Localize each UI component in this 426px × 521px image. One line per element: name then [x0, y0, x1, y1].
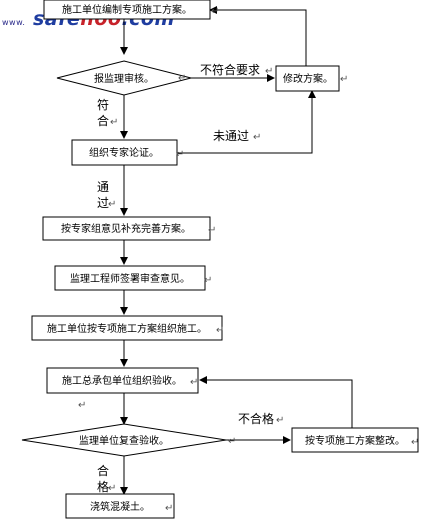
return-mark-13: ↵	[78, 400, 86, 411]
return-mark-9: ↵	[208, 225, 216, 236]
node-n6-text: 监理工程师签署审查意见。	[70, 272, 190, 285]
return-mark-7: ↵	[176, 149, 184, 160]
return-mark-6: ↵	[253, 132, 261, 143]
node-n10-text: 按专项施工方案整改。	[305, 434, 405, 447]
return-mark-2: ↵	[265, 66, 273, 77]
node-n3-text: 修改方案。	[283, 72, 333, 85]
edge-n3-n1	[209, 6, 307, 66]
node-n10	[291, 427, 419, 453]
node-n7-text: 施工单位按专项施工方案组织施工。	[47, 322, 207, 335]
return-mark-14: ↵	[276, 415, 284, 426]
return-mark-17: ↵	[108, 483, 116, 494]
node-n5	[42, 216, 211, 241]
node-n2-text: 报监理审核。	[94, 72, 154, 85]
label-passed-2: 过	[97, 196, 109, 210]
return-mark-5: ↵	[110, 117, 118, 128]
edge-n4-n3	[177, 90, 316, 154]
return-mark-10: ↵	[204, 275, 212, 286]
node-n8-text: 施工总承包单位组织验收。	[62, 374, 182, 387]
node-n2	[56, 60, 192, 96]
label-pass-requirement-2: 合	[97, 113, 109, 128]
label-pass-requirement-1: 符	[97, 97, 109, 112]
node-n11-text: 浇筑混凝土。	[90, 500, 150, 513]
return-mark-15: ↵	[228, 436, 236, 447]
node-n9	[21, 423, 227, 457]
return-mark-4: ↵	[340, 74, 348, 85]
node-n4	[71, 139, 178, 166]
node-n5-text: 按专家组意见补充完善方案。	[61, 222, 191, 235]
return-mark-8: ↵	[108, 199, 116, 210]
node-n1-text: 施工单位编制专项施工方案。	[62, 3, 192, 16]
label-not-passed: 未通过	[213, 129, 249, 143]
label-qualified-2: 格	[97, 479, 109, 494]
node-n3	[275, 65, 340, 92]
label-passed-1: 通	[97, 180, 109, 194]
return-mark-11: ↵	[216, 325, 224, 336]
return-mark-12: ↵	[190, 377, 198, 388]
watermark-prefix: www.	[2, 18, 26, 27]
label-fail-requirement: 不符合要求	[200, 62, 260, 77]
label-qualified-1: 合	[97, 463, 109, 478]
return-mark-3: ↵	[178, 73, 186, 84]
node-n9-text: 监理单位复查验收。	[79, 434, 169, 447]
node-n7	[31, 315, 223, 341]
return-mark-16: ↵	[411, 437, 419, 448]
edge-n10-n8	[199, 376, 353, 428]
node-n6	[54, 265, 206, 291]
node-n4-text: 组织专家论证。	[89, 146, 159, 159]
return-mark-18: ↵	[165, 503, 173, 514]
node-n1	[43, 0, 211, 20]
node-n11	[65, 493, 175, 519]
node-n8	[46, 367, 199, 394]
return-mark-1: ↵	[211, 6, 219, 17]
label-unqualified: 不合格	[238, 411, 274, 426]
